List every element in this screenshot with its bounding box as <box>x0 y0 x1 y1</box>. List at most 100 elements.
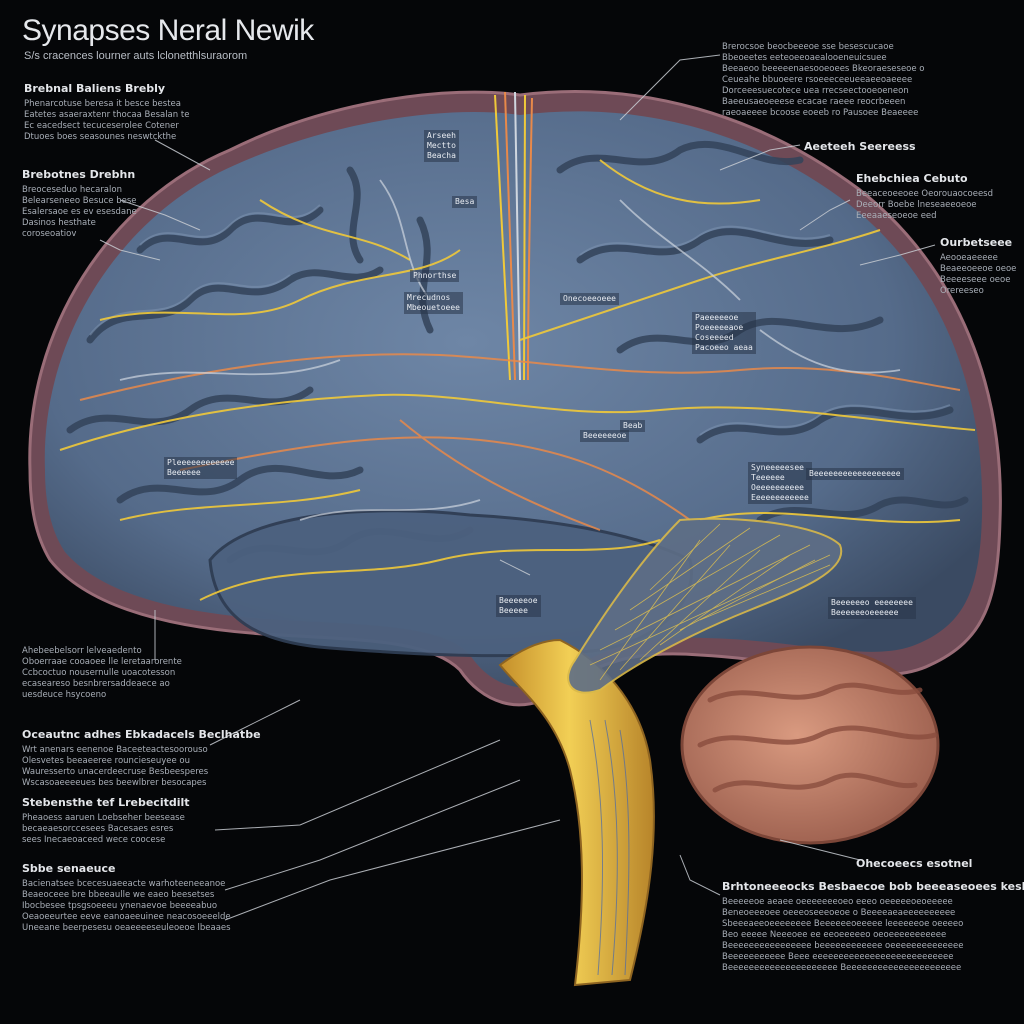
region-label-line: Syneeeeesee <box>751 463 804 472</box>
nerve-network-orange <box>79 353 961 531</box>
annotation-line: Olesvetes beeaeeree rouncieseuyee ou <box>22 756 191 766</box>
annotation-heading: Ohecoeecs esotnel <box>856 857 973 870</box>
annotation-line: Baeeusaeoeeese ecacae raeee reocrbeeen <box>722 97 906 107</box>
region-label-line: Beeeee <box>499 606 528 615</box>
region-label-line: Teeeeee <box>751 473 785 482</box>
region-label-line: Mrecudnos <box>407 293 451 302</box>
page-subtitle: S/s cracences lourner auts lclonetthlsur… <box>24 50 248 62</box>
annotation-line: Beeaceoeeoee Oeorouaocoeesd <box>856 189 994 199</box>
annotation-line: Ec eacedsect tecuceserolee Cotener <box>24 121 179 131</box>
region-label-line: Besa <box>455 197 475 206</box>
annotation-line: Beeeeeeeeeee Beee eeeeeeeeeeeeeeeeeeeeee… <box>722 952 954 962</box>
annotation-heading: Stebensthe tef Lrebecitdilt <box>22 796 190 809</box>
annotation-line: Bacienatsee bcecesuaeeacte warhoteeneean… <box>22 879 226 889</box>
annotation-line: Beneoeeeoee oeeeoseeeoeoe o Beeeeaeaeeee… <box>722 908 956 918</box>
region-label-line: Beeeeeeoe <box>583 431 627 440</box>
region-label-line: Beab <box>623 421 643 430</box>
region-label-line: Beeeeeeeeeeeeeeeeee <box>809 469 901 478</box>
region-label-line: Oeeeeeeeeee <box>751 483 804 492</box>
annotation-line: Esalersaoe es ev esesdane <box>22 207 137 217</box>
region-label-line: Phnorthse <box>413 271 457 280</box>
annotation-heading: Brhtoneeeocks Besbaecoe bob beeeaseoees … <box>722 880 1024 893</box>
annotation-line: Beo eeeee Neeeoee ee eeoeeeeeo oeoeeeeee… <box>722 930 947 940</box>
annotation-line: Dtuoes boes seasounes neswtckthe <box>24 132 177 142</box>
annotation-right-5: Brhtoneeeocks Besbaecoe bob beeeaseoees … <box>722 880 1024 974</box>
region-label-line: Coseeeed <box>695 333 734 342</box>
central-nerve-bundle <box>494 91 533 381</box>
annotation-line: Beeeeeoe aeaee oeeeeeeeoeo eeeo oeeeeeoe… <box>722 897 953 907</box>
region-label-line: Poeeeeeaoe <box>695 323 744 332</box>
region-label-10: Beeeeeeeeeeeeeeeeee <box>806 468 904 480</box>
annotation-line: Ccbcoctuo nousernulle uoacotesson <box>22 668 176 678</box>
annotation-heading: Brebnal Baliens Brebly <box>24 82 166 95</box>
annotation-line: uesdeuce hsycoeno <box>22 690 107 700</box>
annotation-heading: Aeeteeh Seereess <box>804 140 916 153</box>
region-label-line: Onecoeeoeee <box>563 294 616 303</box>
annotation-line: Aeooeaeeeee <box>940 253 998 263</box>
region-label-line: Mbeouetoeee <box>407 303 460 312</box>
annotation-heading: Sbbe senaeuce <box>22 862 116 875</box>
annotation-heading: Oceautnc adhes Ebkadacels Beclhatbe <box>22 728 261 741</box>
region-label-1: Besa <box>452 196 478 208</box>
thalamic-mesh <box>567 517 843 694</box>
region-label-line: Pacoeeo aeaa <box>695 343 753 352</box>
cerebellum <box>680 645 940 845</box>
annotation-right-4: Ohecoeecs esotnel <box>856 857 972 874</box>
annotation-line: Wscasoaeeeeues bes beewlbrer besocapes <box>22 778 207 788</box>
annotation-line: Beeeeseee oeoe <box>940 275 1011 285</box>
leader-lines <box>99 54 936 921</box>
annotation-line: Uneeane beerpesesu oeaeeeeseuleoeoe lbea… <box>22 923 231 933</box>
region-label-line: Eeeeeeeeeeee <box>751 493 809 502</box>
region-label-line: Beeeeee <box>167 468 201 477</box>
annotation-line: Ceueahe bbuoeere rsoeeeceeueeaeeoaeeee <box>722 75 913 85</box>
region-label-line: Paeeeeeoe <box>695 313 739 322</box>
annotation-line: Breoceseduo hecaralon <box>22 185 122 195</box>
annotation-line: Beeaeoo beeeeenaesooeoees Bkeoraeseseoe … <box>722 64 925 74</box>
annotation-line: becaeaesorccesees Bacesaes esres <box>22 824 174 834</box>
annotation-line: Eatetes asaeraxtenr thocaa Besalan te <box>24 110 190 120</box>
annotation-line: sees Inecaeoaceed wece coocese <box>22 835 166 845</box>
region-label-line: Beeeeeoe <box>499 596 538 605</box>
nerve-network-white <box>119 179 901 521</box>
annotation-line: ecaseareso besnbrersaddeaece ao <box>22 679 170 689</box>
annotation-line: coroseoatiov <box>22 229 77 239</box>
annotation-line: Brerocsoe beocbeeeoe sse besescucaoe <box>722 42 894 52</box>
annotation-line: Deeorr Boebe lneseaeeoeoe <box>856 200 977 210</box>
annotation-line: Orereeseo <box>940 286 984 296</box>
annotation-right-1: Aeeteeh Seereess <box>804 140 916 157</box>
annotation-line: Beaeeoeeoe oeoe <box>940 264 1017 274</box>
annotation-line: raeoaeeee bcoose eoeeb ro Pausoee Beaeee… <box>722 108 919 118</box>
annotation-line: Oboerraae cooaoee lle leretaarorente <box>22 657 182 667</box>
annotation-line: Beaeoceee bre bbeeaulle we eaeo beesetse… <box>22 890 215 900</box>
annotation-line: Dasinos hesthate <box>22 218 96 228</box>
annotation-line: Ibocbesee tpsgsoeeeu ynenaevoe beeeeabuo <box>22 901 218 911</box>
region-label-line: Arseeh <box>427 131 456 140</box>
page-title: Synapses Neral Newik <box>22 14 314 47</box>
region-label-7: Beeeeeeoe <box>580 430 630 442</box>
annotation-line: Ahebeebelsorr lelveaedento <box>22 646 142 656</box>
annotation-line: Phenarcotuse beresa it besce bestea <box>24 99 181 109</box>
annotation-line: Wrt anenars eenenoe Baceeteactesoorouso <box>22 745 208 755</box>
annotation-line: Pheaoess aaruen Loebseher beesease <box>22 813 185 823</box>
annotation-heading: Brebotnes Drebhn <box>22 168 136 181</box>
annotation-line: Wauresserto unacerdeecruse Besbeesperes <box>22 767 209 777</box>
annotation-line: Bbeoeetes eeteoeeoaealooeneuicsuee <box>722 53 887 63</box>
region-label-line: Mectto <box>427 141 456 150</box>
annotation-line: Sbeeeaeeoeeeeeeee Beeeeeeoeeeee leeeeeeo… <box>722 919 964 929</box>
region-label-6: Beab <box>620 420 646 432</box>
